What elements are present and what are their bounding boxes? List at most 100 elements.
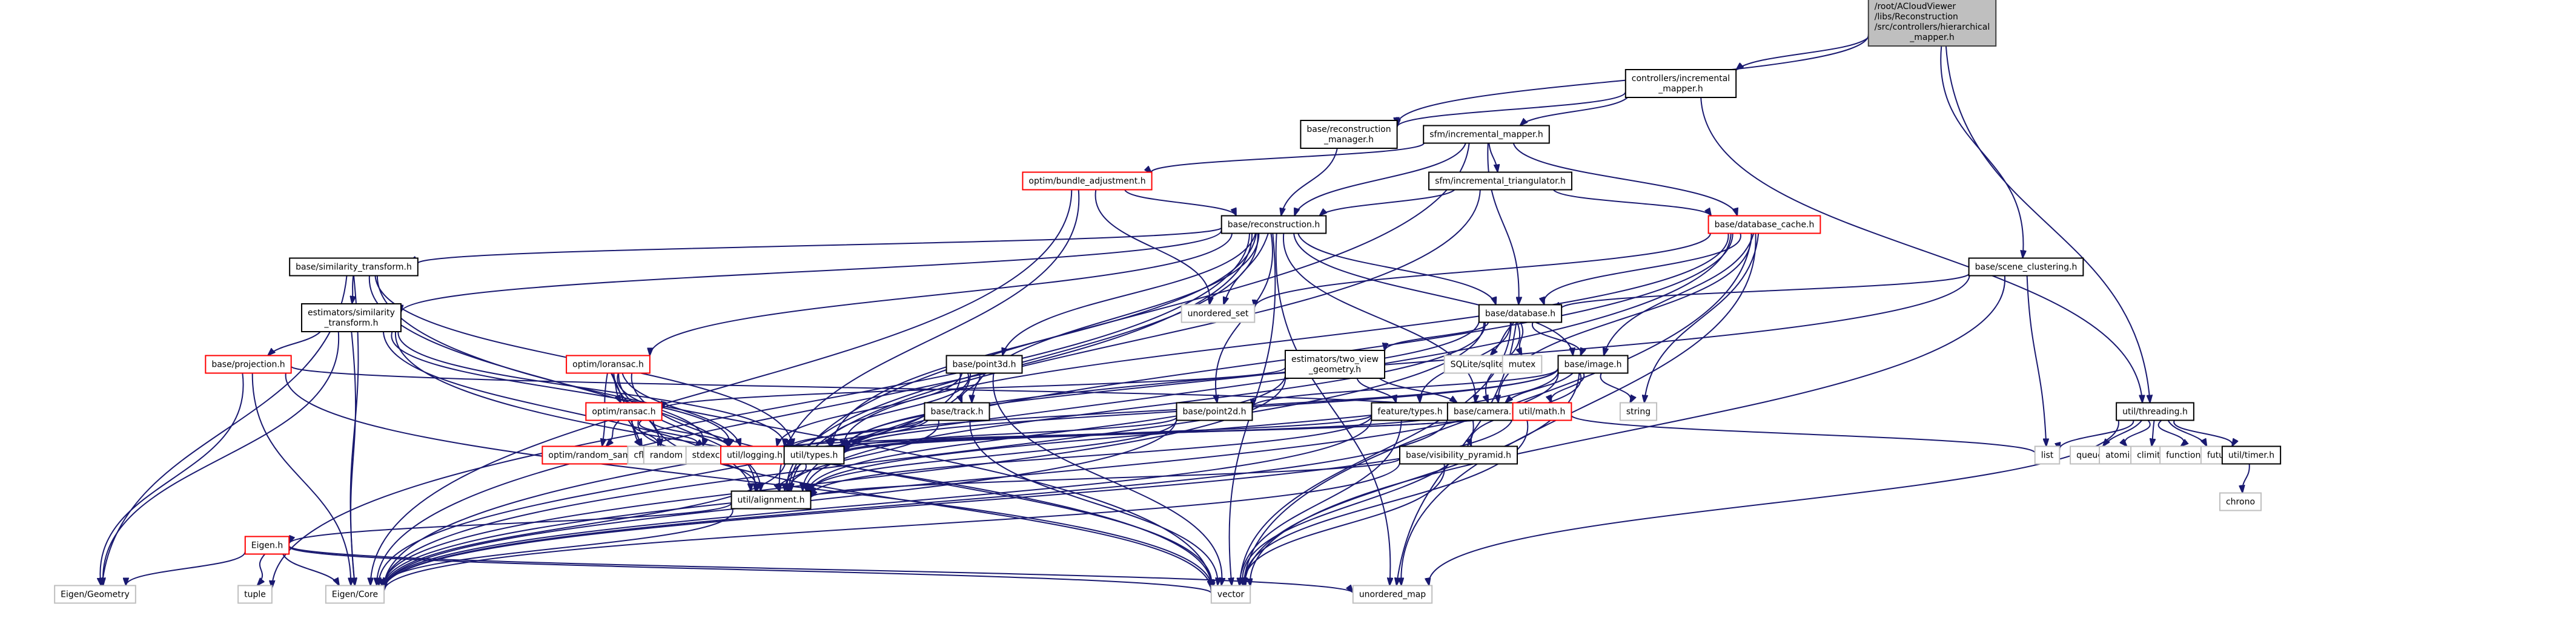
node-box (205, 355, 292, 374)
node-label: _mapper.h (1909, 33, 1954, 42)
node-box (1867, 0, 1997, 47)
graph-node-ctrl-inc[interactable]: controllers/incremental_mapper.h (1624, 69, 1737, 98)
node-label: /root/ACloudViewer (1875, 2, 1956, 11)
node-label: list (2041, 451, 2054, 461)
graph-node-chrono: chrono (2219, 492, 2262, 511)
graph-node-camera[interactable]: base/camera.h (1446, 402, 1524, 421)
graph-node-ransac[interactable]: optim/ransac.h (585, 402, 663, 421)
node-label: _transform.h (324, 318, 379, 328)
node-box (643, 445, 690, 465)
graph-node-feat-types[interactable]: feature/types.h (1371, 402, 1449, 421)
edge-math-to-list (1571, 413, 2035, 454)
node-box (1557, 355, 1629, 374)
node-label: optim/loransac.h (572, 360, 644, 370)
graph-node-logging[interactable]: util/logging.h (720, 445, 790, 465)
graph-node-two-view[interactable]: estimators/two_view_geometry.h (1284, 350, 1386, 379)
node-label: base/projection.h (211, 360, 285, 370)
edge-sim-tf-to-est-sim (352, 275, 353, 304)
graph-node-projection[interactable]: base/projection.h (205, 355, 292, 374)
graph-node-alignment[interactable]: util/alignment.h (730, 490, 812, 510)
edge-image-to-string (1600, 373, 1631, 403)
edge-vis-pyr-to-vector (1245, 464, 1445, 586)
edge-alignment-to-eigen-core (383, 508, 733, 588)
edge-threading-to-climits (2151, 420, 2154, 447)
node-label: util/math.h (1519, 407, 1566, 417)
graph-node-loransac[interactable]: optim/loransac.h (566, 355, 651, 374)
graph-node-recon[interactable]: base/reconstruction.h (1220, 215, 1327, 234)
node-label: base/database_cache.h (1715, 220, 1815, 230)
graph-node-est-sim[interactable]: estimators/similarity_transform.h (301, 303, 402, 332)
graph-node-point3d[interactable]: base/point3d.h (945, 355, 1023, 374)
node-label: base/database.h (1485, 309, 1555, 319)
edge-est-sim-to-projection (268, 331, 321, 356)
node-box (1624, 69, 1737, 98)
graph-node-eigen-core: Eigen/Core (325, 585, 385, 604)
node-label: functional (2166, 451, 2208, 461)
graph-node-track[interactable]: base/track.h (924, 402, 990, 421)
graph-node-bundle[interactable]: optim/bundle_adjustment.h (1022, 171, 1153, 191)
edge-database-to-mutex (1520, 322, 1524, 356)
node-box (1428, 171, 1572, 191)
node-box (1707, 215, 1821, 234)
edge-recon-to-loransac (650, 233, 1233, 356)
graph-node-eigen-geo: Eigen/Geometry (54, 585, 136, 604)
edge-sfm-inc-to-sfm-tri (1488, 143, 1497, 172)
node-label: atomic (2105, 451, 2134, 461)
node-box (1180, 304, 1256, 323)
node-box (1502, 355, 1543, 374)
graph-node-db-cache[interactable]: base/database_cache.h (1707, 215, 1821, 234)
node-box (1284, 350, 1386, 379)
node-label: base/point3d.h (953, 360, 1016, 370)
edge-database-to-eigen-core (384, 322, 1485, 588)
edge-bundle-to-recon (1124, 189, 1237, 216)
node-box (244, 536, 290, 555)
edge-point3d-to-vector (992, 373, 1222, 586)
node-label: util/alignment.h (738, 496, 805, 505)
graph-node-recon-mgr[interactable]: base/reconstruction_manager.h (1300, 120, 1398, 149)
edge-est-sim-to-types (397, 331, 784, 447)
graph-node-root[interactable]: /root/ACloudViewer/libs/Reconstruction/s… (1867, 0, 1997, 47)
node-label: base/scene_clustering.h (1975, 263, 2078, 272)
edge-ransac-to-rand-sampler (606, 419, 620, 447)
node-box (2219, 492, 2262, 511)
node-box (1399, 445, 1518, 465)
graph-node-database[interactable]: base/database.h (1478, 304, 1563, 323)
graph-node-types[interactable]: util/types.h (783, 445, 845, 465)
graph-node-sfm-inc[interactable]: sfm/incremental_mapper.h (1423, 125, 1550, 144)
graph-node-scene-clu[interactable]: base/scene_clustering.h (1968, 257, 2084, 277)
node-label: sfm/incremental_triangulator.h (1435, 177, 1566, 186)
edge-ransac-to-cfloat (627, 419, 641, 447)
graph-node-timer[interactable]: util/timer.h (2221, 445, 2282, 465)
edge-db-cache-to-types (844, 233, 1729, 448)
graph-node-unordered-set: unordered_set (1180, 304, 1256, 323)
graph-node-sim-tf[interactable]: base/similarity_transform.h (289, 257, 419, 277)
graph-node-vis-pyr[interactable]: base/visibility_pyramid.h (1399, 445, 1518, 465)
edge-loransac-to-alignment (618, 373, 760, 491)
graph-node-threading[interactable]: util/threading.h (2116, 402, 2194, 421)
edge-track-to-vector (969, 420, 1217, 586)
graph-node-sfm-tri[interactable]: sfm/incremental_triangulator.h (1428, 171, 1572, 191)
edge-sfm-tri-to-alignment (791, 189, 1481, 491)
node-label: base/point2d.h (1183, 407, 1247, 417)
node-label: sfm/incremental_mapper.h (1429, 130, 1543, 140)
node-label: estimators/similarity (308, 308, 395, 318)
edge-scene-clu-to-database (1561, 271, 1970, 310)
node-box (783, 445, 845, 465)
node-label: /libs/Reconstruction (1875, 12, 1958, 22)
node-label: feature/types.h (1377, 407, 1442, 417)
edge-est-sim-to-logging (391, 331, 729, 447)
node-box (301, 303, 402, 332)
edge-sfm-inc-to-database (1487, 143, 1518, 305)
node-label: base/reconstruction.h (1228, 220, 1320, 230)
node-label: controllers/incremental (1632, 74, 1730, 84)
graph-node-image[interactable]: base/image.h (1557, 355, 1629, 374)
graph-node-math[interactable]: util/math.h (1512, 402, 1572, 421)
edge-types-to-eigen-core (384, 464, 786, 586)
graph-node-point2d[interactable]: base/point2d.h (1176, 402, 1253, 421)
edge-vis-pyr-to-alignment (810, 458, 1400, 497)
node-label: optim/bundle_adjustment.h (1028, 177, 1145, 186)
graph-node-eigen-h[interactable]: Eigen.h (244, 536, 290, 555)
edge-projection-to-eigen-geo (100, 373, 244, 586)
node-label: _geometry.h (1308, 365, 1361, 375)
